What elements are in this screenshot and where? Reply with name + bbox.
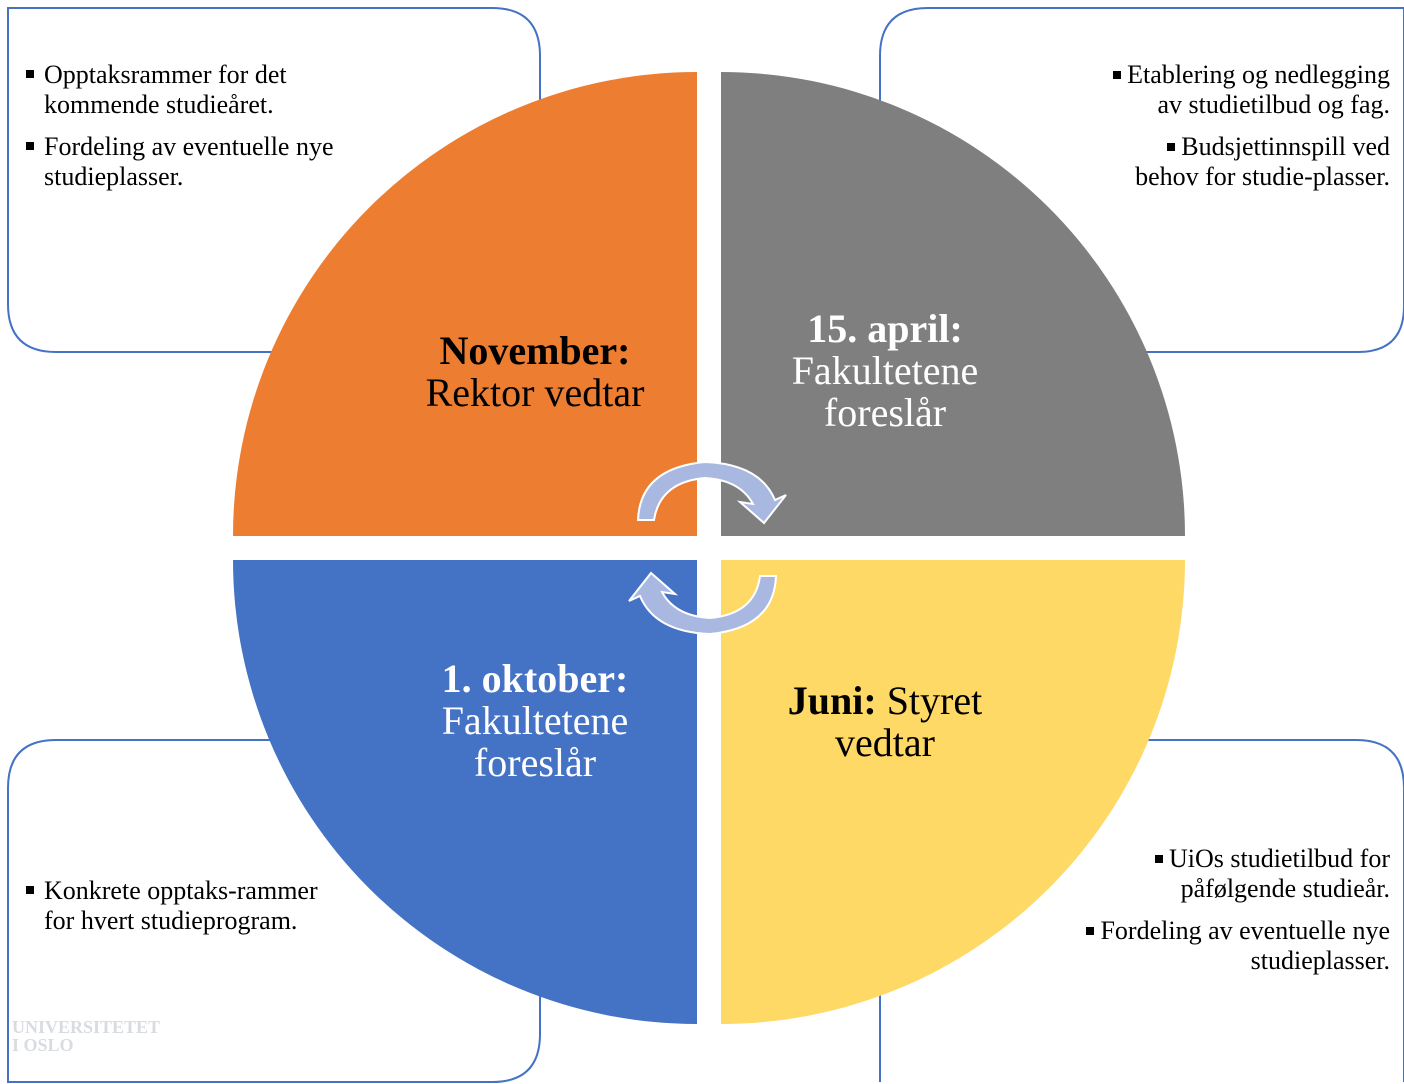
list-item-text: Budsjettinnspill ved behov for studie-pl…	[1135, 132, 1390, 191]
watermark-line-1: UNIVERSITETET	[12, 1017, 161, 1037]
quadrant-juni-label: Juni: Styret vedtar	[740, 680, 1030, 764]
list-item: Etablering og nedlegging av studietilbud…	[1100, 60, 1390, 120]
box-top-right-list: Etablering og nedlegging av studietilbud…	[1100, 60, 1390, 204]
list-item: Fordeling av eventuelle nye studieplasse…	[1040, 916, 1390, 976]
quadrant-oktober	[233, 560, 697, 1024]
bullet-square-icon	[1113, 71, 1122, 79]
watermark-line-2: I OSLO	[12, 1035, 74, 1055]
april-text-1: Fakultetene	[791, 348, 979, 393]
box-bottom-left-list: Konkrete opptaks-rammer for hvert studie…	[26, 876, 326, 948]
quadrant-oktober-label: 1. oktober: Fakultetene foreslår	[380, 658, 690, 784]
box-bottom-right-list: UiOs studietilbud for påfølgende studieå…	[1040, 844, 1390, 988]
list-item: Konkrete opptaks-rammer for hvert studie…	[26, 876, 326, 936]
list-item: UiOs studietilbud for påfølgende studieå…	[1040, 844, 1390, 904]
juni-title: Juni:	[787, 678, 877, 723]
cycle-arrow-bottom-icon	[628, 571, 778, 636]
november-title: November:	[439, 328, 631, 373]
quadrant-april-label: 15. april: Fakultetene foreslår	[740, 308, 1030, 434]
list-item-text: Fordeling av eventuelle nye studieplasse…	[1100, 916, 1390, 975]
list-item: Opptaksrammer for det kommende studieåre…	[26, 60, 366, 120]
juni-text-1: Styret	[886, 678, 983, 723]
list-item: Budsjettinnspill ved behov for studie-pl…	[1100, 132, 1390, 192]
oktober-title: 1. oktober:	[441, 656, 629, 701]
university-watermark-logo: UNIVERSITETET I OSLO	[12, 1018, 160, 1054]
quadrant-november-label: November: Rektor vedtar	[380, 330, 690, 414]
box-top-left-list: Opptaksrammer for det kommende studieåre…	[26, 60, 366, 204]
list-item-text: Etablering og nedlegging av studietilbud…	[1127, 60, 1390, 119]
juni-text-2: vedtar	[835, 720, 935, 765]
bullet-square-icon	[1167, 143, 1176, 151]
quadrant-april	[721, 72, 1185, 536]
oktober-text-2: foreslår	[473, 740, 597, 785]
list-item-text: UiOs studietilbud for påfølgende studieå…	[1169, 844, 1390, 903]
april-title: 15. april:	[807, 306, 963, 351]
quadrant-juni	[721, 560, 1185, 1024]
bullet-square-icon	[1155, 855, 1163, 863]
cycle-arrow-top-icon	[636, 460, 787, 525]
november-text: Rektor vedtar	[425, 370, 645, 415]
april-text-2: foreslår	[823, 390, 947, 435]
quadrant-november	[233, 72, 697, 536]
oktober-text-1: Fakultetene	[441, 698, 629, 743]
bullet-square-icon	[1086, 927, 1095, 935]
list-item: Fordeling av eventuelle nye studieplasse…	[26, 132, 366, 192]
